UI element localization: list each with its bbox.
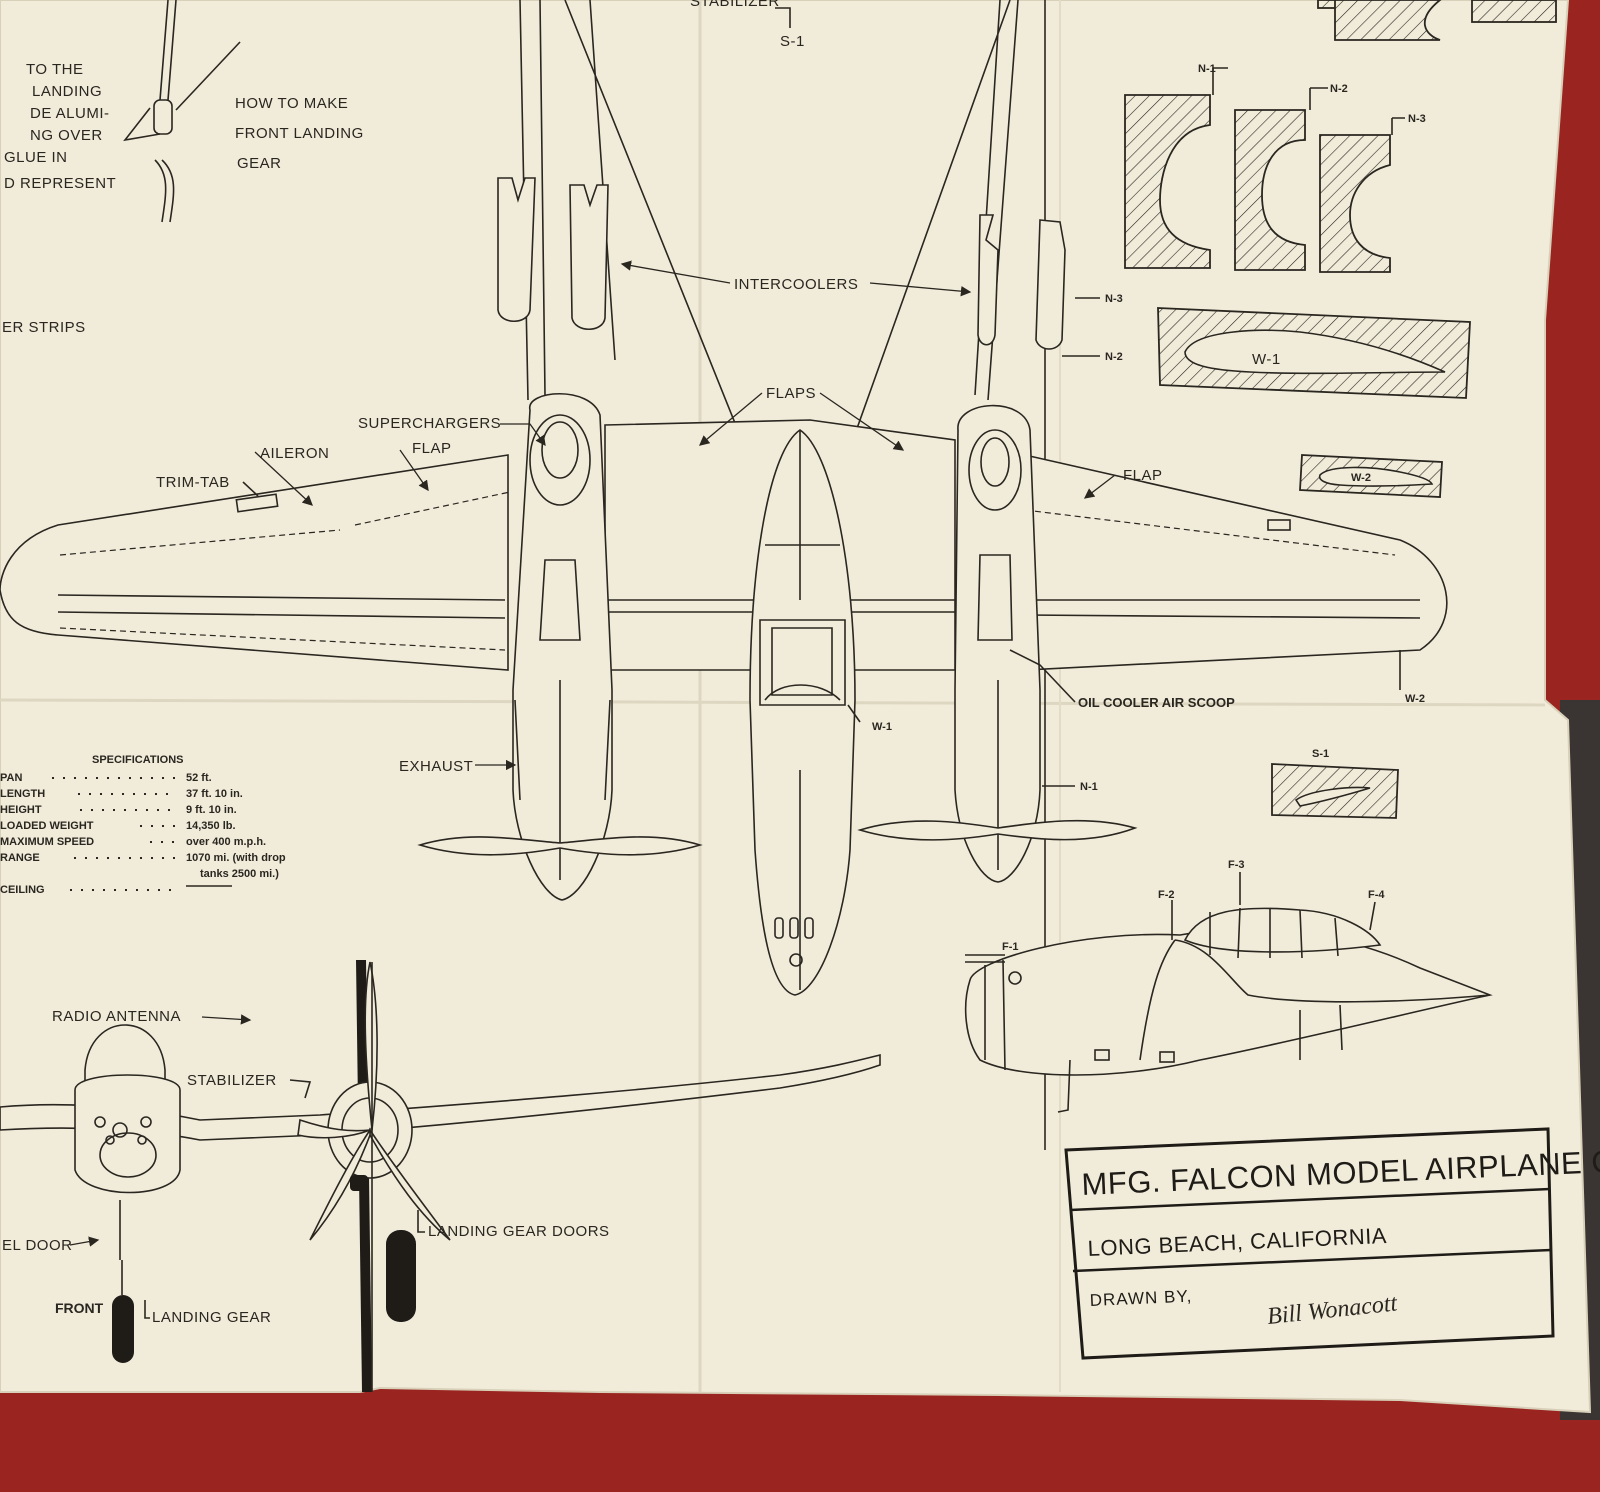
stabilizer-top-leader <box>775 7 791 28</box>
instruction-line-4: NG OVER <box>30 127 103 144</box>
flaps-label: FLAPS <box>766 385 816 402</box>
w1-callout: W-1 <box>872 721 892 733</box>
front-gear-sketch <box>123 0 241 223</box>
landing-gear-label: LANDING GEAR <box>152 1309 271 1326</box>
intercoolers-arrow-right <box>869 282 972 297</box>
spec-row-name: RANGE <box>0 852 40 864</box>
radio-antenna-arrow <box>201 1014 252 1025</box>
spec-row-value: 14,350 lb. <box>186 820 236 832</box>
aileron-label: AILERON <box>260 445 329 462</box>
n1-callout: N-1 <box>1080 781 1098 793</box>
flap-left-arrow <box>399 449 429 492</box>
superchargers-arrow <box>500 423 546 447</box>
landing-gear-leader <box>144 1300 150 1319</box>
el-door-arrow <box>69 1236 100 1247</box>
flaps-arrow-right <box>819 392 905 451</box>
side-view-fuselage <box>964 907 1493 1113</box>
intercoolers-label: INTERCOOLERS <box>734 276 858 293</box>
front-view-aircraft <box>0 961 881 1392</box>
template-n1-label: N-1 <box>1198 63 1216 75</box>
howto-line-1: HOW TO MAKE <box>235 95 348 112</box>
template-shapes <box>1124 0 1557 819</box>
intercooler-left-outer <box>497 177 536 323</box>
intercooler-right-inner <box>977 214 999 346</box>
spec-row-value: over 400 m.p.h. <box>186 836 266 848</box>
oil-cooler-leader <box>1009 649 1076 703</box>
spec-row-value: 1070 mi. (with drop <box>186 852 286 864</box>
nose-guns <box>774 917 814 967</box>
drawn-by-label: DRAWN BY, <box>1089 1287 1192 1310</box>
template-f4-label: F-4 <box>1368 889 1385 901</box>
landing-gear-doors-leader <box>417 1210 425 1233</box>
right-boom <box>954 404 1041 883</box>
stabilizer-front-label: STABILIZER <box>187 1072 277 1089</box>
flaps-arrow-left <box>699 392 763 446</box>
intercooler-right-outer <box>1035 219 1066 350</box>
front-label: FRONT <box>55 1300 104 1316</box>
howto-line-3: GEAR <box>237 155 282 172</box>
n3-callout: N-3 <box>1105 293 1123 305</box>
s1-top-label: S-1 <box>780 33 805 50</box>
radio-antenna-label: RADIO ANTENNA <box>52 1008 181 1025</box>
template-f2-label: F-2 <box>1158 889 1175 901</box>
spec-row-name: PAN <box>0 772 22 784</box>
stabilizer-front-leader <box>289 1079 312 1099</box>
front-gear-howto: HOW TO MAKE FRONT LANDING GEAR <box>235 95 364 172</box>
stabilizer-top-label: STABILIZER <box>690 0 780 10</box>
instruction-line-3: DE ALUMI- <box>30 105 110 122</box>
template-n1 <box>1124 94 1211 269</box>
template-f3-label: F-3 <box>1228 859 1245 871</box>
trim-tab-label: TRIM-TAB <box>156 474 230 491</box>
instruction-line-6: D REPRESENT <box>4 175 116 192</box>
w2-callout: W-2 <box>1405 693 1425 705</box>
specifications-table: SPECIFICATIONS PAN 52 ft. LENGTH 37 ft. … <box>0 754 286 896</box>
flap-right-arrow <box>1083 474 1116 499</box>
spec-row-name: MAXIMUM SPEED <box>0 836 94 848</box>
template-n2-label: N-2 <box>1330 83 1348 95</box>
flap-right-label: FLAP <box>1123 467 1163 484</box>
intercoolers-arrow-left <box>620 260 731 284</box>
template-s1-label: S-1 <box>1312 748 1329 760</box>
central-nacelle <box>749 429 856 996</box>
instruction-line-5: GLUE IN <box>4 149 68 166</box>
spec-row-name: HEIGHT <box>0 804 42 816</box>
exhaust-label: EXHAUST <box>399 758 473 775</box>
top-view-aircraft <box>0 0 1448 1150</box>
left-propeller <box>417 836 703 856</box>
instruction-line-1: TO THE <box>26 61 83 78</box>
right-propeller <box>857 819 1138 841</box>
intercooler-left-inner <box>569 184 609 331</box>
template-f1-label: F-1 <box>1002 941 1019 953</box>
oil-cooler-label: OIL COOLER AIR SCOOP <box>1078 695 1235 710</box>
template-w2-label: W-2 <box>1351 472 1371 484</box>
superchargers-label: SUPERCHARGERS <box>358 415 501 432</box>
template-n3-label: N-3 <box>1408 113 1426 125</box>
trim-tab-leader <box>242 481 259 497</box>
spec-row-value: 37 ft. 10 in. <box>186 788 243 800</box>
instruction-fragment: TO THE LANDING DE ALUMI- NG OVER GLUE IN… <box>4 61 116 192</box>
spec-row-value: 9 ft. 10 in. <box>186 804 237 816</box>
strips-fragment: ER STRIPS <box>2 319 86 336</box>
howto-line-2: FRONT LANDING <box>235 125 364 142</box>
spec-heading: SPECIFICATIONS <box>92 754 183 766</box>
spec-row-name: CEILING <box>0 884 45 896</box>
aileron-arrow <box>254 451 313 506</box>
n2-callout: N-2 <box>1105 351 1123 363</box>
spec-row-value: tanks 2500 mi.) <box>200 868 279 880</box>
template-n2 <box>1234 109 1306 271</box>
spec-row-name: LOADED WEIGHT <box>0 820 94 832</box>
title-block: MFG. FALCON MODEL AIRPLANE CO LONG BEACH… <box>1064 1127 1600 1360</box>
spec-row-value: 52 ft. <box>186 772 212 784</box>
instruction-line-2: LANDING <box>32 83 102 100</box>
w1-leader <box>847 704 861 723</box>
left-boom <box>512 393 613 901</box>
landing-gear-doors-label: LANDING GEAR DOORS <box>428 1223 610 1240</box>
flap-left-label: FLAP <box>412 440 452 457</box>
spec-row-name: LENGTH <box>0 788 45 800</box>
spec-leader-dots <box>52 777 176 891</box>
el-door-label: EL DOOR <box>2 1237 72 1254</box>
template-n3 <box>1319 134 1391 273</box>
template-w1-label: W-1 <box>1252 351 1281 368</box>
